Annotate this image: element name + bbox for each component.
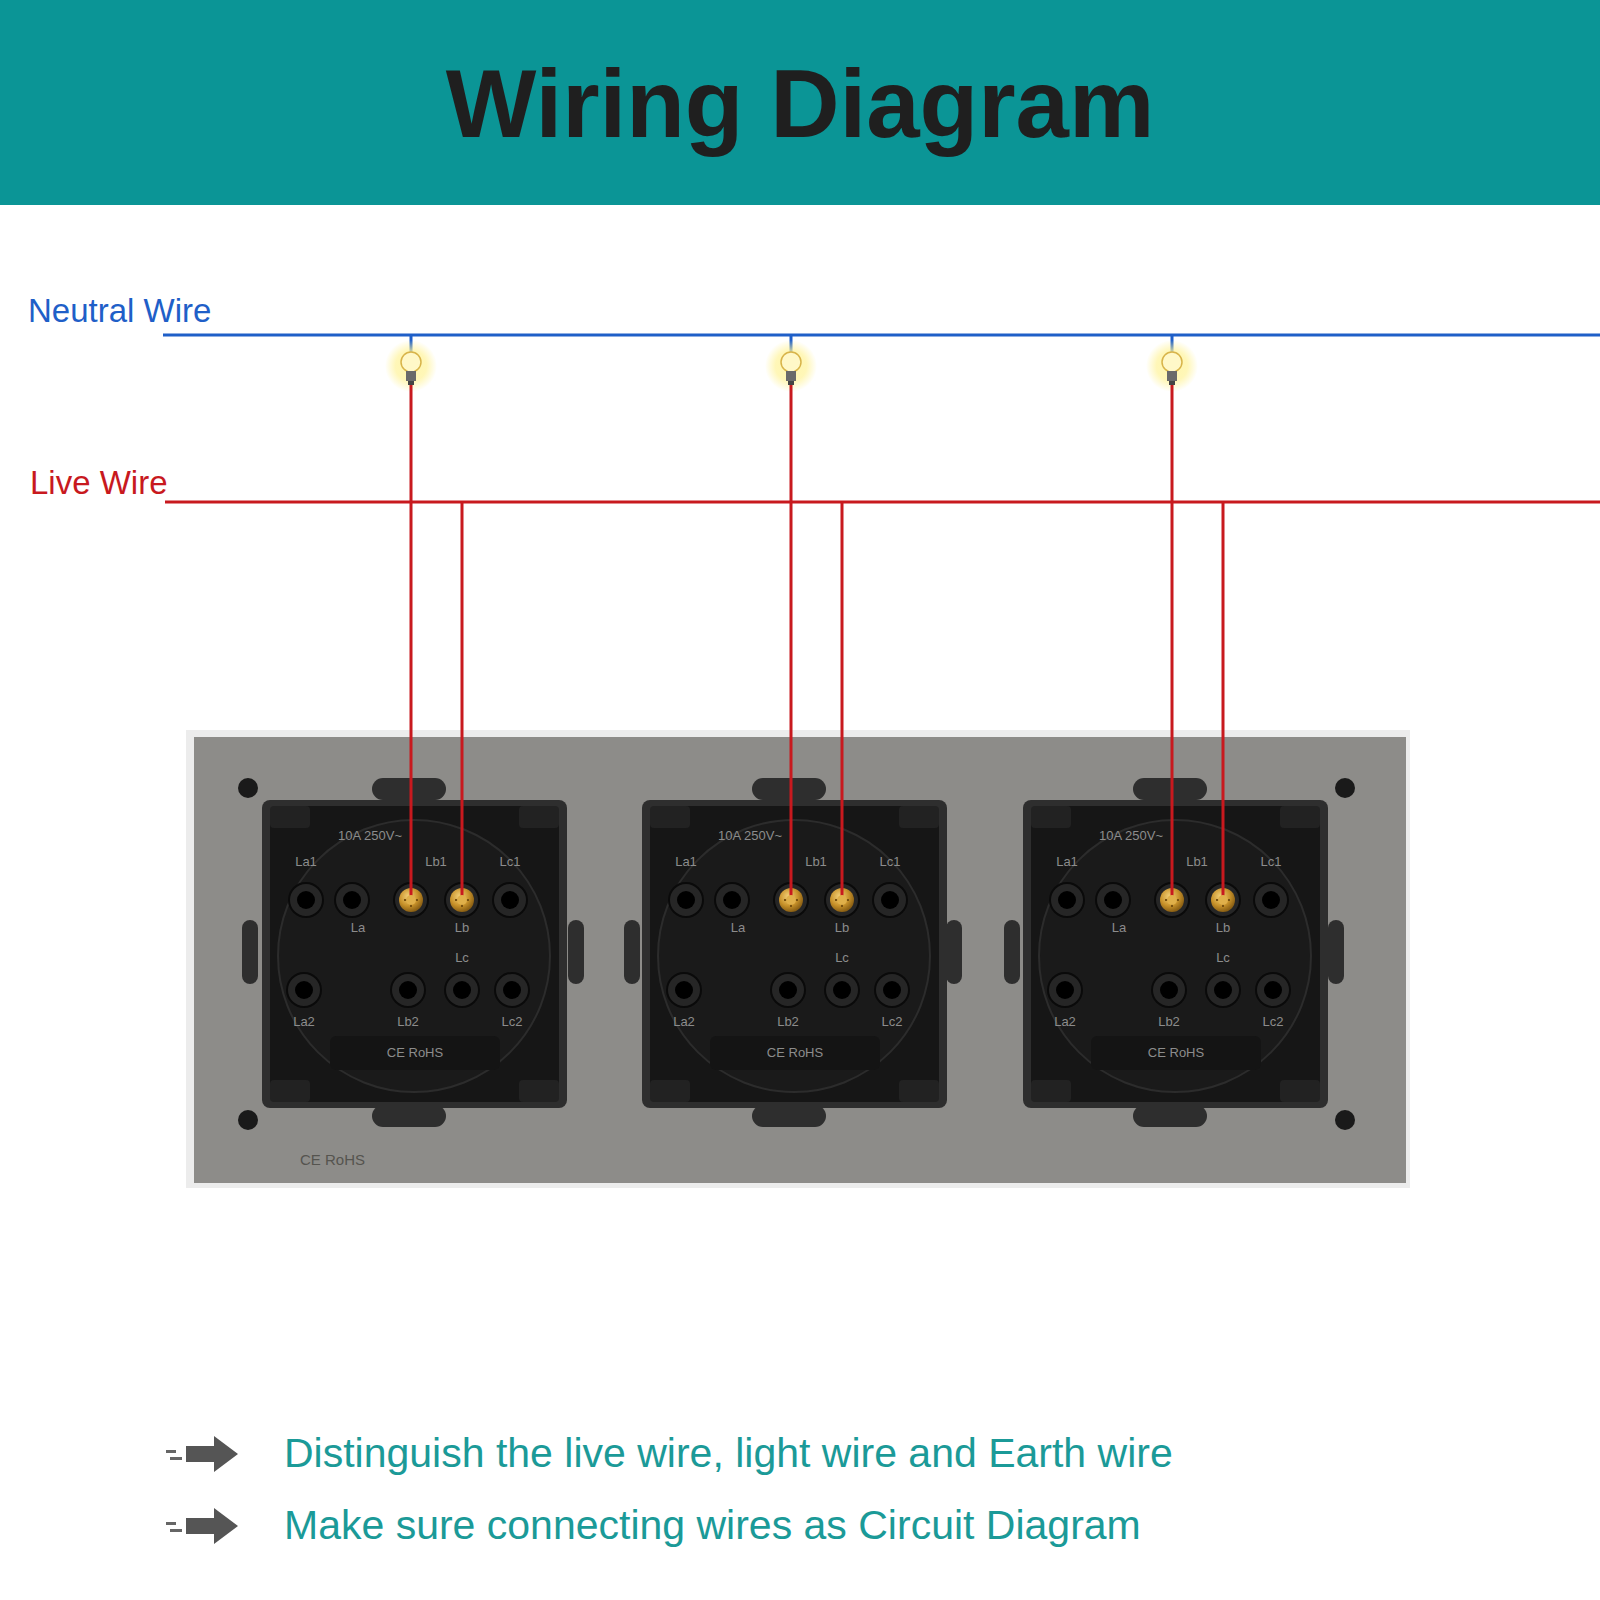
switch-module (642, 800, 947, 1108)
terminal-label: Lc2 (882, 1015, 903, 1030)
terminal-label: Lb (1216, 921, 1230, 936)
terminal-label: La (351, 921, 365, 936)
certification-mark: CE RoHS (300, 1151, 365, 1168)
certification-mark: CE RoHS (387, 1046, 443, 1061)
switch-module (262, 800, 567, 1108)
terminal-label: Lb2 (397, 1015, 419, 1030)
certification-mark: CE RoHS (1148, 1046, 1204, 1061)
terminal-label: Lb1 (1186, 855, 1208, 870)
diagram-title: Wiring Diagram (446, 49, 1155, 159)
light-bulb (385, 340, 437, 392)
switch-wires (411, 385, 1223, 900)
rating-label: 10A 250V~ (338, 829, 402, 844)
instruction-note: Distinguish the live wire, light wire an… (284, 1430, 1173, 1477)
terminal-label: La2 (293, 1015, 315, 1030)
terminal-label: La1 (295, 855, 317, 870)
terminal-label: Lc (835, 951, 849, 966)
terminal-label: Lc (1216, 951, 1230, 966)
terminal-label: Lc2 (1263, 1015, 1284, 1030)
neutral-wire (163, 334, 1600, 337)
rating-label: 10A 250V~ (1099, 829, 1163, 844)
terminal-label: Lb (835, 921, 849, 936)
terminal-label: La2 (1054, 1015, 1076, 1030)
terminal-label: La (1112, 921, 1126, 936)
note-arrow (166, 1508, 238, 1544)
terminal-label: Lc1 (1261, 855, 1282, 870)
terminal-label: Lc1 (500, 855, 521, 870)
terminal-label: Lb (455, 921, 469, 936)
instruction-note: Make sure connecting wires as Circuit Di… (284, 1502, 1141, 1549)
terminal-label: Lb1 (425, 855, 447, 870)
terminal-label: Lc (455, 951, 469, 966)
terminal-label: Lc2 (502, 1015, 523, 1030)
terminal-label: Lb2 (777, 1015, 799, 1030)
header-band (0, 0, 1600, 205)
wire-label: Live Wire (30, 464, 168, 502)
terminal-label: La1 (675, 855, 697, 870)
terminal-label: La (731, 921, 745, 936)
terminal-label: Lb1 (805, 855, 827, 870)
live-wire (165, 501, 1600, 504)
rating-label: 10A 250V~ (718, 829, 782, 844)
switch-plate-edge (186, 730, 1410, 1188)
terminal-label: La1 (1056, 855, 1078, 870)
terminal-label: La2 (673, 1015, 695, 1030)
wire-label: Neutral Wire (28, 292, 211, 330)
note-arrow (166, 1436, 238, 1472)
switch-module (1023, 800, 1328, 1108)
certification-mark: CE RoHS (767, 1046, 823, 1061)
light-bulb (765, 340, 817, 392)
light-bulb (1146, 340, 1198, 392)
terminal-label: Lc1 (880, 855, 901, 870)
terminal-label: Lb2 (1158, 1015, 1180, 1030)
